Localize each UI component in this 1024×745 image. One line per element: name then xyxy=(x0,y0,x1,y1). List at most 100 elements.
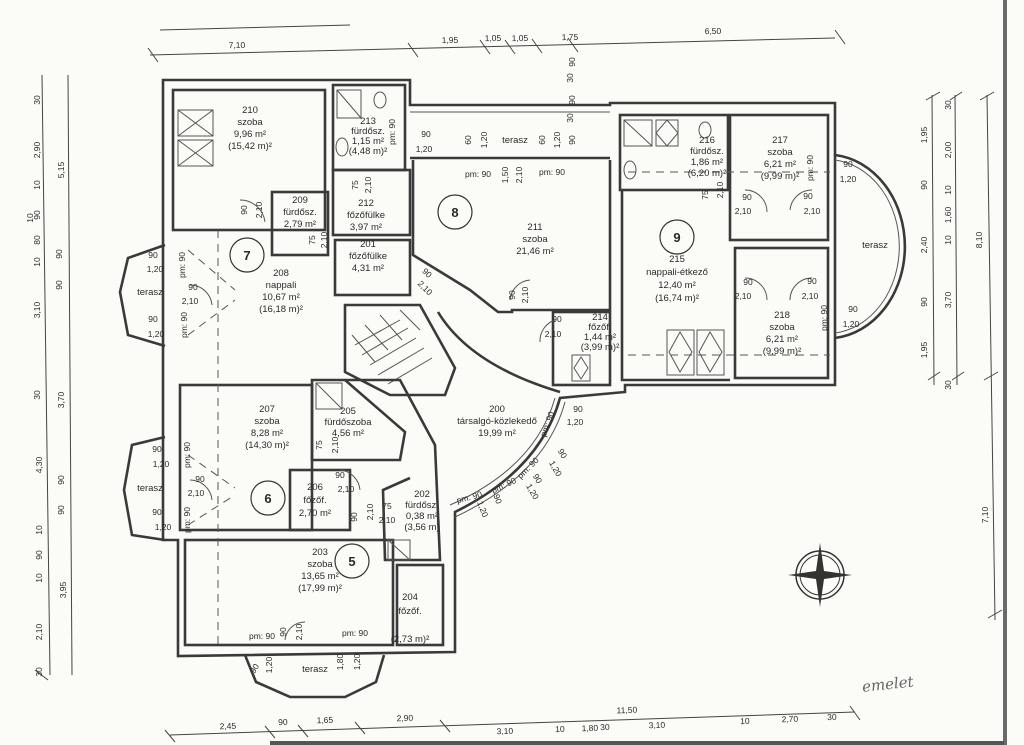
door-dimension: pm: 90 xyxy=(182,507,192,533)
dimension-top: 1,05 xyxy=(485,33,502,43)
door-dimension: 1,20 xyxy=(155,522,172,532)
room-211-area: 21,46 m² xyxy=(516,246,554,257)
door-dimension: 1,20 xyxy=(524,482,541,502)
door-dimension: 90 xyxy=(152,444,162,454)
room-204-name: főzőf. xyxy=(398,606,421,617)
dimension-left-outer: 3,70 xyxy=(56,391,66,408)
dimension-left-inner: 4,30 xyxy=(34,456,44,473)
room-212-name: főzőfülke xyxy=(347,210,385,221)
dimension-bottom: 10 xyxy=(740,716,750,726)
door-dimension: 90 xyxy=(507,290,517,300)
unit-number: 8 xyxy=(451,205,458,220)
dimension-right-2: 10 xyxy=(943,235,953,245)
dimension-left-outer: 90 xyxy=(56,475,66,485)
unit-circle xyxy=(659,219,695,255)
room-207-name: szoba xyxy=(254,416,280,427)
dimension-left-inner: 10 xyxy=(32,257,42,267)
room-202-no: 202 xyxy=(414,489,430,500)
dimension-right-1: 1,95 xyxy=(919,341,929,358)
room-216-area: 1,86 m² xyxy=(691,157,723,168)
dimension-right-2: 3,70 xyxy=(943,291,953,308)
room-200-name: társalgó-közlekedő xyxy=(457,416,537,427)
door-dimension: 1,80 xyxy=(335,653,345,670)
door-dimension: pm: 90 xyxy=(805,155,815,181)
door-dimension: 1,20 xyxy=(352,653,362,670)
room-215-name: nappali-étkező xyxy=(646,267,708,278)
door-dimension: 2,10 xyxy=(379,515,396,525)
door-dimension: 1,20 xyxy=(479,131,489,148)
dimension-right-2: 2,00 xyxy=(943,141,953,158)
unit-circle xyxy=(334,543,370,579)
door-dimension: 90 xyxy=(843,159,853,169)
dimension-bottom: 3,10 xyxy=(496,726,513,737)
walls xyxy=(118,78,907,699)
door-dimension: 90 xyxy=(188,282,198,292)
door-dimension: 90 xyxy=(349,512,359,522)
room-213-no: 213 xyxy=(360,116,376,127)
dimension-left-inner: 2,90 xyxy=(32,141,42,158)
dimension-right-3: 8,10 xyxy=(974,231,984,248)
room-216-gross: (6,20 m)² xyxy=(688,168,727,179)
door-dimension: 1,20 xyxy=(147,264,164,274)
door-dimension: 2,10 xyxy=(520,286,530,303)
door-dimension: 2,10 xyxy=(545,329,562,339)
door-dimension: 90 xyxy=(335,470,345,480)
dimension-right-1: 2,40 xyxy=(919,236,929,253)
door-dimension: pm: 90 xyxy=(182,442,192,468)
door-dimension: 90 xyxy=(492,493,505,506)
scan-edge-bottom xyxy=(270,741,1004,745)
room-205-no: 205 xyxy=(340,406,356,417)
door-dimension: 2,10 xyxy=(735,206,752,216)
unit-markers xyxy=(229,194,695,579)
door-dimension: pm: 90 xyxy=(539,167,565,177)
door-dimension: 90 xyxy=(239,205,249,215)
door-dimension: 2,10 xyxy=(802,291,819,301)
door-dimension: 1,20 xyxy=(567,417,584,427)
room-214-area: 1,44 m² xyxy=(584,332,616,343)
door-dimension: 90 xyxy=(278,627,288,637)
room-215-gross: (16,74 m)² xyxy=(655,293,699,304)
dimension-bottom: 1,80 xyxy=(581,723,598,734)
door-dimension: pm: 90 xyxy=(819,305,829,331)
dimension-left-inner: 90 xyxy=(34,550,44,560)
dimension-left-inner: 10 xyxy=(34,573,44,583)
door-dimension: 75 xyxy=(350,180,360,190)
dimension-bottom: 10 xyxy=(555,724,565,734)
room-207-gross: (14,30 m)² xyxy=(245,440,289,451)
door-dimension: 1,20 xyxy=(475,499,490,518)
terrace-label: terasz xyxy=(302,664,328,675)
terrace-label: terasz xyxy=(137,287,163,298)
door-dimension: 90 xyxy=(152,507,162,517)
door-dimension: pm: 90 xyxy=(465,169,491,179)
room-208-gross: (16,18 m)² xyxy=(259,304,303,315)
dimension-left-inner: 80 xyxy=(32,235,42,245)
dimension-right-2: 1,60 xyxy=(943,206,953,223)
door-dimension: 1,20 xyxy=(416,144,433,154)
door-dimension: 2,10 xyxy=(416,278,435,297)
room-207-area: 8,28 m² xyxy=(251,428,283,439)
room-217-area: 6,21 m² xyxy=(764,159,796,170)
room-212-area: 3,97 m² xyxy=(350,222,382,233)
door-dimension: pm: 90 xyxy=(249,631,275,641)
unit-number: 7 xyxy=(243,248,250,263)
room-211-no: 211 xyxy=(527,222,542,233)
door-dimension: 90 xyxy=(573,404,583,414)
door-dimension: 90 xyxy=(848,304,858,314)
compass-icon xyxy=(788,543,852,607)
handwritten-note: emelet xyxy=(861,672,915,695)
room-218-area: 6,21 m² xyxy=(766,334,798,345)
door-dimension: 2,10 xyxy=(188,488,205,498)
room-200-no: 200 xyxy=(489,404,505,415)
room-206-name: főzőf. xyxy=(303,495,326,506)
room-215-area: 12,40 m² xyxy=(658,280,696,291)
dimension-bottom: 30 xyxy=(600,722,610,732)
door-dimension: 2,10 xyxy=(182,296,199,306)
door-dimension: 2,10 xyxy=(735,291,752,301)
room-218-no: 218 xyxy=(774,310,790,321)
unit-circle xyxy=(229,237,265,273)
room-208-area: 10,67 m² xyxy=(262,292,300,303)
door-dimension: 75 xyxy=(382,501,392,511)
room-210-area: 9,96 m² xyxy=(234,129,266,140)
dimension-bottom: 1,65 xyxy=(316,715,333,726)
